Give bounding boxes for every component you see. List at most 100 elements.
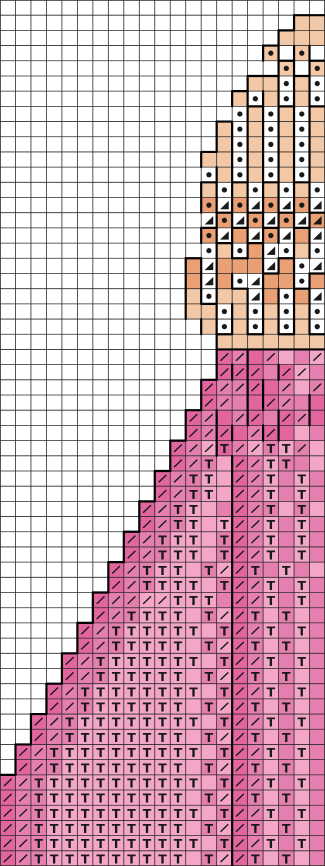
stitch-cell <box>93 365 109 380</box>
stitch-cell <box>0 167 16 182</box>
tee-symbol: T <box>34 851 43 866</box>
tee-symbol: T <box>158 791 167 806</box>
stitch-cell <box>31 0 47 15</box>
stitch-cell <box>263 851 279 866</box>
stitch-cell <box>15 653 31 668</box>
tee-symbol: T <box>65 791 74 806</box>
stitch-cell <box>310 623 325 638</box>
stitch-cell <box>170 395 186 410</box>
stitch-cell <box>201 349 217 364</box>
stitch-cell <box>31 532 47 547</box>
stitch-cell <box>310 137 325 152</box>
tee-symbol: T <box>143 836 152 851</box>
tee-symbol: T <box>174 851 183 866</box>
stitch-cell <box>77 76 93 91</box>
tee-symbol: T <box>112 775 121 790</box>
tee-symbol: T <box>158 806 167 821</box>
tee-symbol: T <box>174 578 183 593</box>
tee-symbol: T <box>189 593 198 608</box>
stitch-cell <box>46 289 62 304</box>
stitch-cell <box>15 228 31 243</box>
stitch-cell <box>0 137 16 152</box>
tee-symbol: T <box>174 639 183 654</box>
stitch-cell <box>201 623 217 638</box>
tee-symbol: T <box>143 821 152 836</box>
stitch-cell <box>124 349 140 364</box>
stitch-cell <box>232 46 248 61</box>
tee-symbol: T <box>282 563 291 578</box>
stitch-cell <box>108 395 124 410</box>
stitch-cell <box>170 304 186 319</box>
stitch-cell <box>77 137 93 152</box>
dot-symbol <box>299 263 304 268</box>
stitch-cell <box>46 15 62 30</box>
tee-symbol: T <box>50 821 59 836</box>
stitch-cell <box>263 30 279 45</box>
stitch-cell <box>279 623 295 638</box>
stitch-cell <box>0 76 16 91</box>
stitch-cell <box>77 46 93 61</box>
dot-symbol <box>222 187 227 192</box>
stitch-cell <box>93 410 109 425</box>
tee-symbol: T <box>65 715 74 730</box>
stitch-cell <box>263 319 279 334</box>
stitch-cell <box>155 137 171 152</box>
tee-symbol: T <box>143 775 152 790</box>
tee-symbol: T <box>112 715 121 730</box>
stitch-cell <box>93 334 109 349</box>
tee-symbol: T <box>143 745 152 760</box>
tee-symbol: T <box>158 836 167 851</box>
stitch-cell <box>124 213 140 228</box>
stitch-cell <box>46 228 62 243</box>
stitch-cell <box>170 334 186 349</box>
stitch-cell <box>310 714 325 729</box>
stitch-cell <box>139 304 155 319</box>
stitch-cell <box>31 273 47 288</box>
tee-symbol: T <box>127 684 136 699</box>
stitch-cell <box>46 122 62 137</box>
stitch-cell <box>108 486 124 501</box>
tee-symbol: T <box>205 608 214 623</box>
tee-symbol: T <box>65 806 74 821</box>
stitch-cell <box>0 577 16 592</box>
stitch-cell <box>217 243 233 258</box>
stitch-cell <box>93 182 109 197</box>
stitch-cell <box>0 289 16 304</box>
stitch-cell <box>108 334 124 349</box>
stitch-cell <box>294 851 310 866</box>
stitch-cell <box>93 349 109 364</box>
stitch-cell <box>0 15 16 30</box>
tee-symbol: T <box>205 639 214 654</box>
stitch-cell <box>108 15 124 30</box>
stitch-cell <box>0 684 16 699</box>
stitch-cell <box>77 228 93 243</box>
stitch-cell <box>93 167 109 182</box>
stitch-cell <box>248 334 264 349</box>
stitch-cell <box>170 122 186 137</box>
tee-symbol: T <box>220 517 229 532</box>
dot-symbol <box>222 309 227 314</box>
tee-symbol: T <box>220 654 229 669</box>
stitch-cell <box>62 623 78 638</box>
stitch-cell <box>46 547 62 562</box>
stitch-cell <box>31 289 47 304</box>
stitch-cell <box>93 289 109 304</box>
stitch-cell <box>310 15 325 30</box>
stitch-cell <box>294 289 310 304</box>
tee-symbol: T <box>112 760 121 775</box>
stitch-cell <box>77 380 93 395</box>
stitch-cell <box>77 319 93 334</box>
stitch-cell <box>139 425 155 440</box>
tee-symbol: T <box>189 532 198 547</box>
stitch-cell <box>15 15 31 30</box>
tee-symbol: T <box>96 684 105 699</box>
stitch-cell <box>0 0 16 15</box>
tee-symbol: T <box>112 699 121 714</box>
stitch-cell <box>201 532 217 547</box>
stitch-cell <box>15 456 31 471</box>
stitch-cell <box>31 577 47 592</box>
stitch-cell <box>62 593 78 608</box>
tee-symbol: T <box>81 775 90 790</box>
stitch-cell <box>93 122 109 137</box>
stitch-cell <box>0 653 16 668</box>
